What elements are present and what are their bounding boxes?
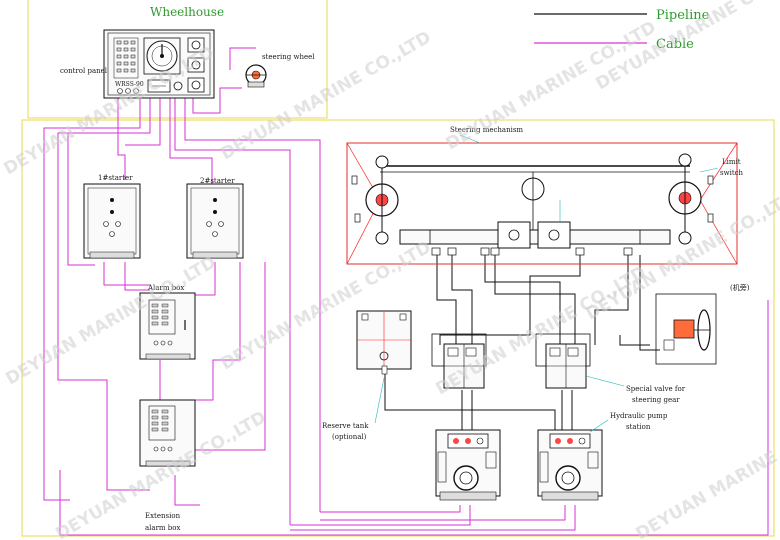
steering-wheel	[245, 64, 267, 88]
legend-pipeline-label: Pipeline	[656, 8, 710, 23]
limit-switch-label-2: switch	[720, 169, 744, 177]
wheelhouse-border	[27, 0, 328, 119]
alarm-box-label: Alarm box	[147, 284, 184, 292]
rudder-angle-gauge	[143, 37, 181, 75]
steering-mechanism-label: Steering mechanism	[450, 126, 523, 134]
svg-text:DEYUAN MARINE CO.,LTD: DEYUAN MARINE CO.,LTD	[433, 262, 650, 399]
special-valve-label-1: Special valve for	[626, 385, 686, 393]
steering-mechanism	[346, 134, 738, 265]
wheelhouse-title: Wheelhouse	[150, 5, 224, 19]
special-valve-label-2: steering gear	[632, 396, 680, 404]
starter-2	[186, 183, 244, 259]
pipeline-network	[384, 255, 660, 432]
steering-wheel-label: steering wheel	[262, 53, 315, 61]
starter-2-label: 2#starter	[200, 177, 235, 185]
reserve-tank	[356, 310, 412, 375]
hydraulic-pump-station-2	[537, 429, 603, 501]
cable-network	[43, 47, 769, 536]
reserve-tank-label-1: Reserve tank	[322, 422, 369, 430]
legend: Pipeline Cable	[534, 8, 710, 52]
legend-cable-label: Cable	[656, 37, 694, 52]
extension-alarm-box	[139, 399, 196, 467]
special-valve-2	[535, 333, 591, 389]
control-panel-label: control panel	[60, 67, 108, 75]
panel-switch-block	[113, 37, 139, 79]
steering-mechanism-frame	[346, 142, 738, 265]
alarm-box	[139, 292, 196, 360]
pump-station-label-1: Hydraulic pump	[610, 412, 668, 420]
reserve-tank-label-2: (optional)	[332, 433, 367, 441]
svg-text:DEYUAN MARINE CO.,LTD: DEYUAN MARINE CO.,LTD	[633, 407, 780, 540]
panel-knobs	[187, 37, 205, 93]
svg-text:DEYUAN MARINE CO.,LTD: DEYUAN MARINE CO.,LTD	[443, 17, 660, 154]
engine-room-border	[21, 119, 775, 537]
local-steering-unit	[655, 293, 717, 365]
local-steering-label: (机旁)	[730, 283, 750, 292]
special-valve-1	[431, 333, 487, 389]
pump-station-label-2: station	[626, 423, 651, 431]
extension-alarm-label-1: Extension	[145, 512, 181, 520]
extension-alarm-label-2: alarm box	[145, 524, 180, 532]
starter-1	[83, 183, 141, 259]
panel-tag: WRSS-90	[115, 81, 144, 88]
hydraulic-pump-station-1	[435, 429, 501, 501]
limit-switch-label-1: Limit	[722, 158, 741, 166]
control-panel: WRSS-90	[103, 29, 215, 99]
starter-1-label: 1#starter	[98, 174, 133, 182]
